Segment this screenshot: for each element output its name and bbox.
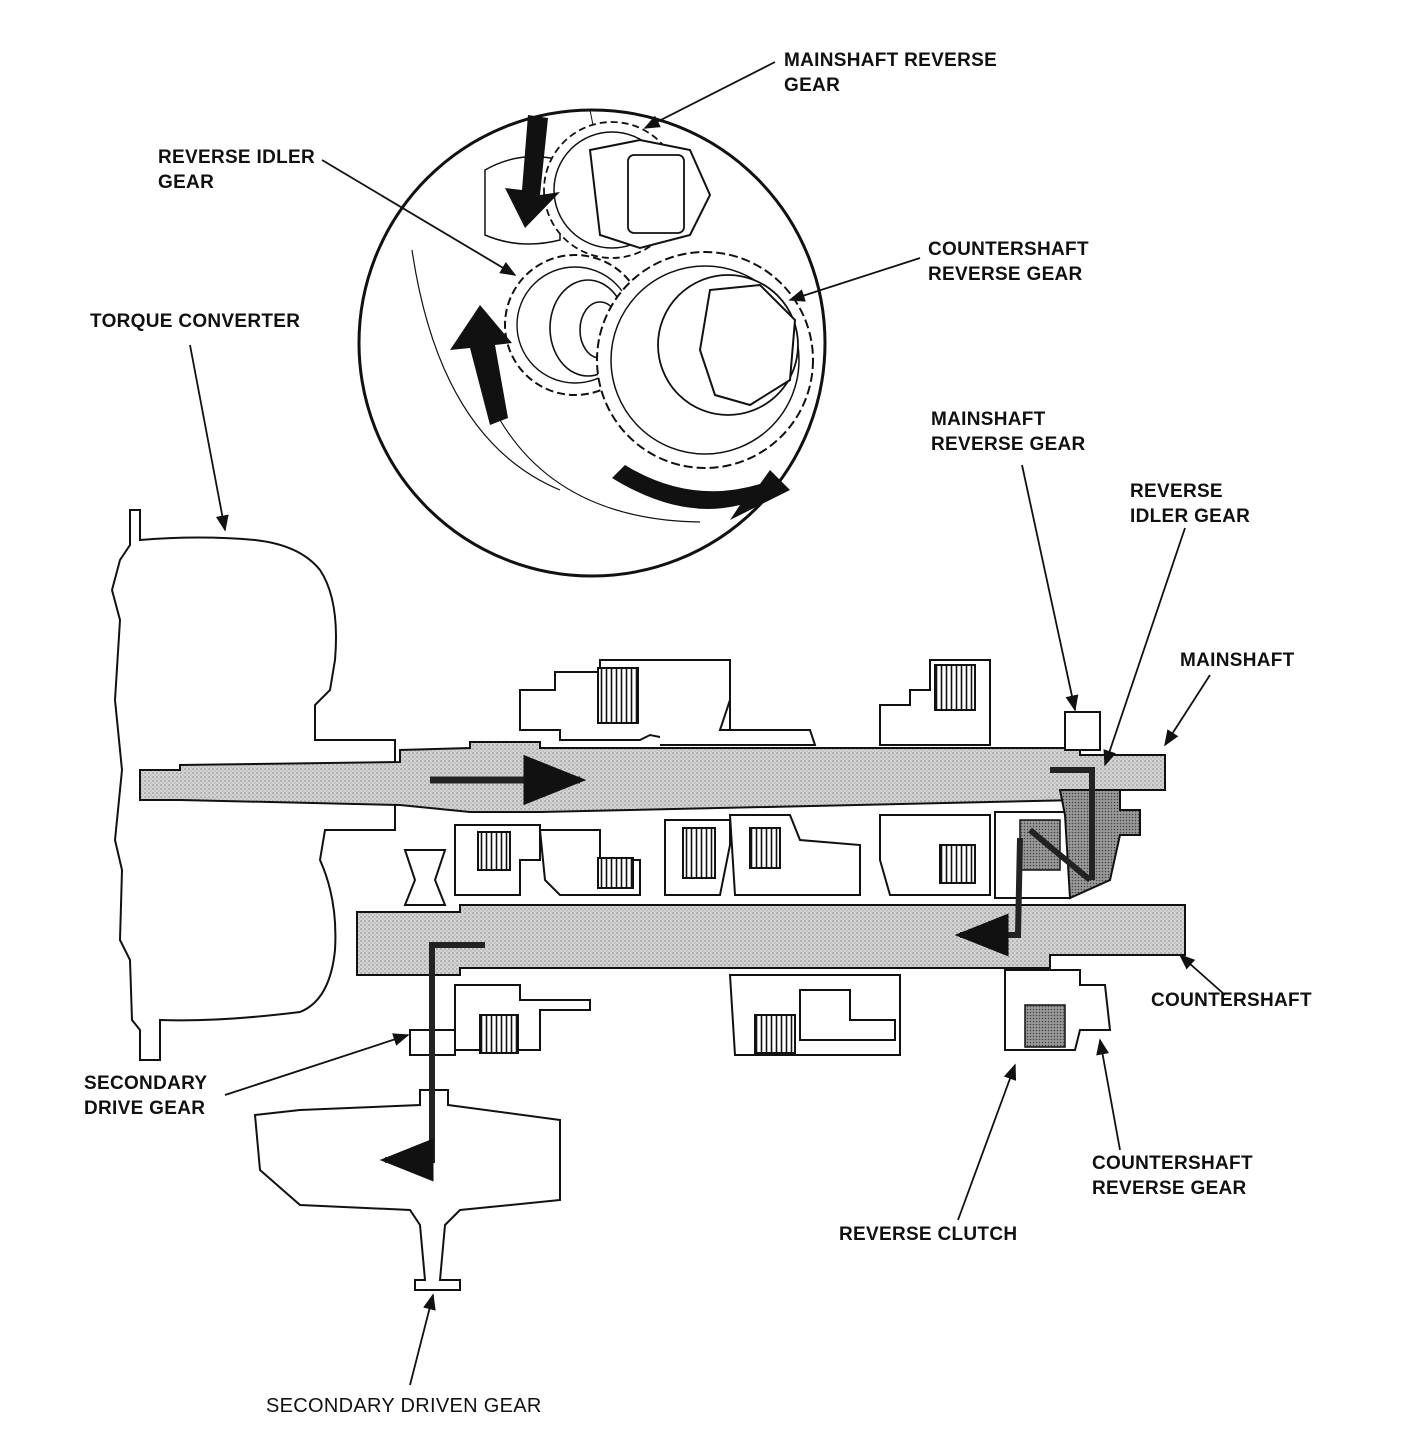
label-torque-converter: TORQUE CONVERTER (90, 311, 301, 332)
rotation-arrow-bottom (612, 465, 790, 520)
label-countershaft: COUNTERSHAFT (1151, 990, 1312, 1011)
leader-countershaft (1178, 953, 1226, 996)
reverse-clutch-assembly (994, 789, 1141, 1051)
leader-countershaft-reverse-gear (1096, 1038, 1121, 1151)
label-line: MAINSHAFT (931, 409, 1046, 430)
label-reverse-clutch: REVERSE CLUTCH (839, 1224, 1018, 1245)
label-mainshaft: MAINSHAFT (1180, 650, 1295, 671)
label-secondary-driven-gear: SECONDARY DRIVEN GEAR (266, 1395, 542, 1417)
label-line: SECONDARY (84, 1073, 208, 1094)
label-countershaft-reverse-gear-top: COUNTERSHAFT REVERSE GEAR (928, 237, 1089, 287)
label-reverse-idler-gear: REVERSE IDLER GEAR (1130, 479, 1250, 529)
mainshaft-clutch-assembly (519, 659, 1101, 751)
rotation-arrow-down (505, 115, 560, 228)
label-line: GEAR (158, 172, 215, 193)
countershaft (356, 904, 1186, 976)
leader-secondary-drive-gear (224, 1033, 410, 1096)
leader-secondary-driven-gear (409, 1293, 436, 1386)
label-line: GEAR (784, 75, 841, 96)
label-reverse-idler-gear-top: REVERSE IDLER GEAR (158, 145, 315, 195)
label-line: DRIVE GEAR (84, 1098, 206, 1119)
power-flow-path (379, 754, 1095, 1182)
label-line: MAINSHAFT REVERSE (784, 50, 998, 71)
label-mainshaft-reverse-gear-top: MAINSHAFT REVERSE GEAR (784, 48, 997, 98)
label-countershaft-reverse-gear: COUNTERSHAFT REVERSE GEAR (1092, 1151, 1253, 1201)
leader-reverse-clutch (957, 1063, 1017, 1221)
label-mainshaft-reverse-gear: MAINSHAFT REVERSE GEAR (931, 407, 1086, 457)
secondary-driven-housing (253, 1089, 561, 1291)
label-line: REVERSE GEAR (931, 434, 1086, 455)
leader-lines (189, 61, 1226, 1386)
middle-clutch-assembly (454, 814, 991, 896)
leader-mainshaft-reverse-gear-top (643, 61, 776, 129)
label-line: COUNTERSHAFT (1092, 1153, 1253, 1174)
countershaft-reverse-gear-detail (596, 251, 814, 469)
label-secondary-drive-gear: SECONDARY DRIVE GEAR (84, 1071, 207, 1121)
label-line: COUNTERSHAFT (928, 239, 1089, 260)
label-line: REVERSE GEAR (928, 264, 1083, 285)
mainshaft-reverse-gear-detail (543, 121, 712, 259)
leader-reverse-idler-gear (1103, 527, 1186, 767)
leader-mainshaft-reverse-gear (1021, 464, 1079, 712)
gear-detail-inset (357, 108, 827, 578)
label-line: REVERSE GEAR (1092, 1178, 1247, 1199)
mainshaft (139, 741, 1166, 813)
leader-mainshaft (1164, 674, 1211, 747)
leader-torque-converter (189, 344, 229, 532)
leader-countershaft-reverse-gear-top (788, 257, 921, 302)
label-line: IDLER GEAR (1130, 506, 1251, 527)
secondary-gear-assembly (253, 849, 561, 1291)
label-line: REVERSE (1130, 481, 1223, 502)
rotation-arrow-up (450, 305, 512, 425)
leader-reverse-idler-gear-top (321, 159, 517, 276)
label-line: REVERSE IDLER (158, 147, 315, 168)
countershaft-clutch-assembly (454, 974, 901, 1056)
